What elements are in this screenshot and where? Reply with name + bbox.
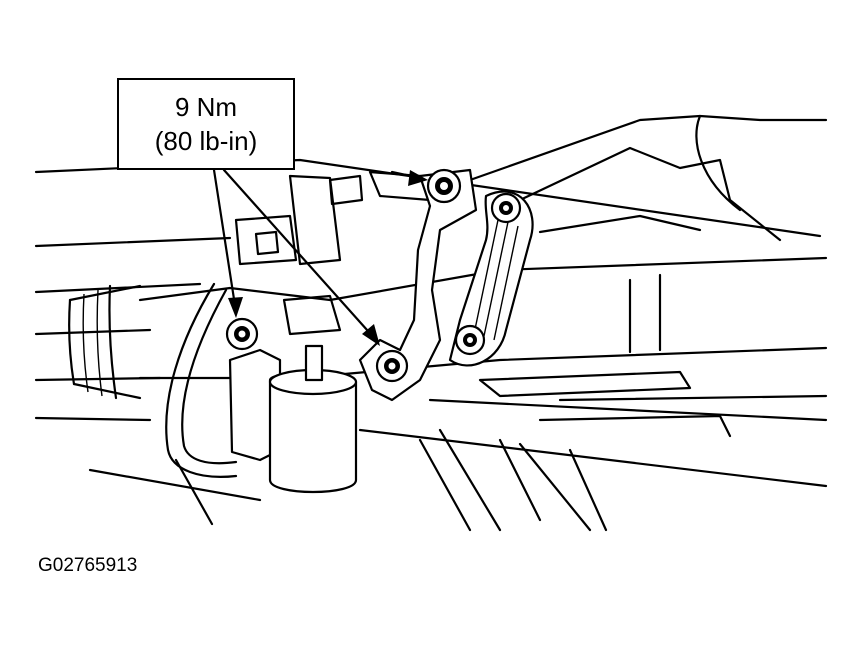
torque-nm-label: 9 Nm <box>174 92 238 122</box>
bolt-clamp-lower <box>454 324 486 356</box>
crossmember <box>468 114 828 242</box>
valve-body <box>228 170 432 494</box>
clamp-strap <box>448 190 534 367</box>
bolt-upper-left <box>426 168 462 204</box>
bolt-upper-right <box>490 192 522 224</box>
mounting-bracket <box>358 168 478 402</box>
leader-lines <box>212 168 428 346</box>
torque-callout: 9 Nm (80 lb-in) <box>117 78 295 170</box>
torque-lbin-label: (80 lb-in) <box>154 126 258 156</box>
hydraulic-line <box>165 282 238 478</box>
gear-housing <box>68 256 828 400</box>
figure-id: G02765913 <box>38 555 138 576</box>
lower-frame <box>174 370 828 532</box>
bolt-lower-center <box>375 349 409 383</box>
bolt-left <box>225 317 259 351</box>
